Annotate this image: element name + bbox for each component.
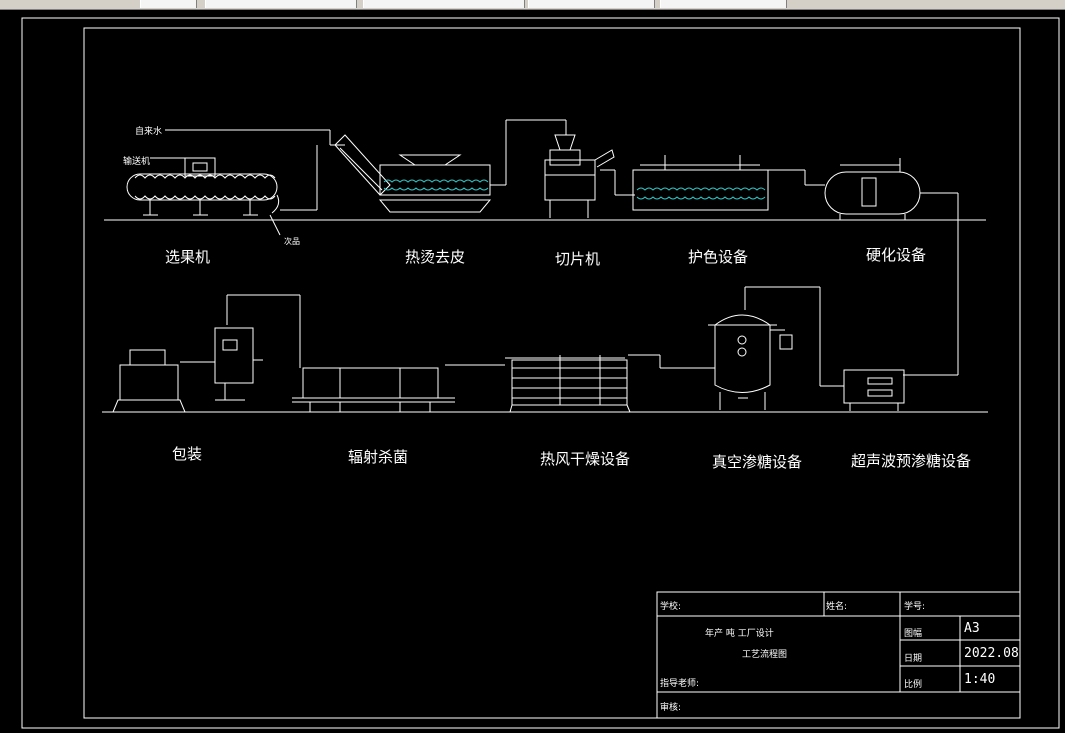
tb-date-value: 2022.08 (964, 646, 1019, 661)
color-protection-tank (632, 155, 825, 211)
caption-sorter: 选果机 (165, 248, 211, 266)
inner-frame (83, 27, 1021, 719)
caption-irradiation: 辐射杀菌 (348, 448, 409, 466)
outer-frame (21, 17, 1060, 729)
caption-blanching: 热烫去皮 (405, 248, 466, 266)
tb-student-no-label: 学号: (904, 602, 926, 612)
packaging-machine (112, 327, 263, 413)
label-water-in: 自来水 (135, 127, 163, 137)
toolbar-tab-4[interactable] (660, 0, 787, 8)
tb-size-value: A3 (964, 621, 980, 636)
tb-size-label: 图幅 (904, 629, 923, 639)
hot-air-dryer (445, 354, 661, 413)
sorter-machine (126, 129, 331, 236)
caption-vacuum-infusion: 真空渗糖设备 (712, 453, 803, 471)
label-conveyor: 输送机 (123, 157, 151, 167)
tb-drawing-name: 工艺流程图 (742, 650, 788, 660)
process-flow-drawing (21, 17, 1060, 729)
tb-scale-label: 比例 (904, 680, 923, 690)
cad-toolbar-strip (0, 0, 1065, 10)
tb-school-label: 学校: (660, 602, 682, 612)
tb-advisor-label: 指导老师: (660, 679, 700, 689)
caption-color-protection: 护色设备 (688, 248, 749, 266)
caption-hot-air-dryer: 热风干燥设备 (540, 450, 631, 468)
tb-design-title: 年产 吨 工厂设计 (705, 629, 774, 639)
vacuum-infusion-tank (660, 287, 793, 410)
toolbar-icons[interactable] (140, 0, 197, 8)
caption-packaging: 包装 (172, 445, 203, 463)
hardening-tank (824, 158, 959, 376)
toolbar-tab-2[interactable] (363, 0, 525, 8)
tb-scale-value: 1:40 (964, 672, 996, 687)
caption-slicer: 切片机 (555, 250, 601, 268)
caption-ultrasonic: 超声波预渗糖设备 (851, 452, 972, 470)
tb-date-label: 日期 (904, 654, 923, 664)
tb-name-label: 姓名: (826, 602, 848, 612)
irradiation-sterilizer (226, 294, 455, 412)
slicer (544, 134, 635, 218)
caption-hardening: 硬化设备 (866, 246, 927, 264)
tb-reviewer-label: 审核: (660, 703, 682, 713)
toolbar-tab-1[interactable] (205, 0, 357, 8)
ultrasonic-tank (745, 286, 905, 411)
toolbar-tab-3[interactable] (528, 0, 655, 8)
blanching-peeler (280, 119, 567, 213)
label-defect: 次品 (284, 237, 300, 246)
